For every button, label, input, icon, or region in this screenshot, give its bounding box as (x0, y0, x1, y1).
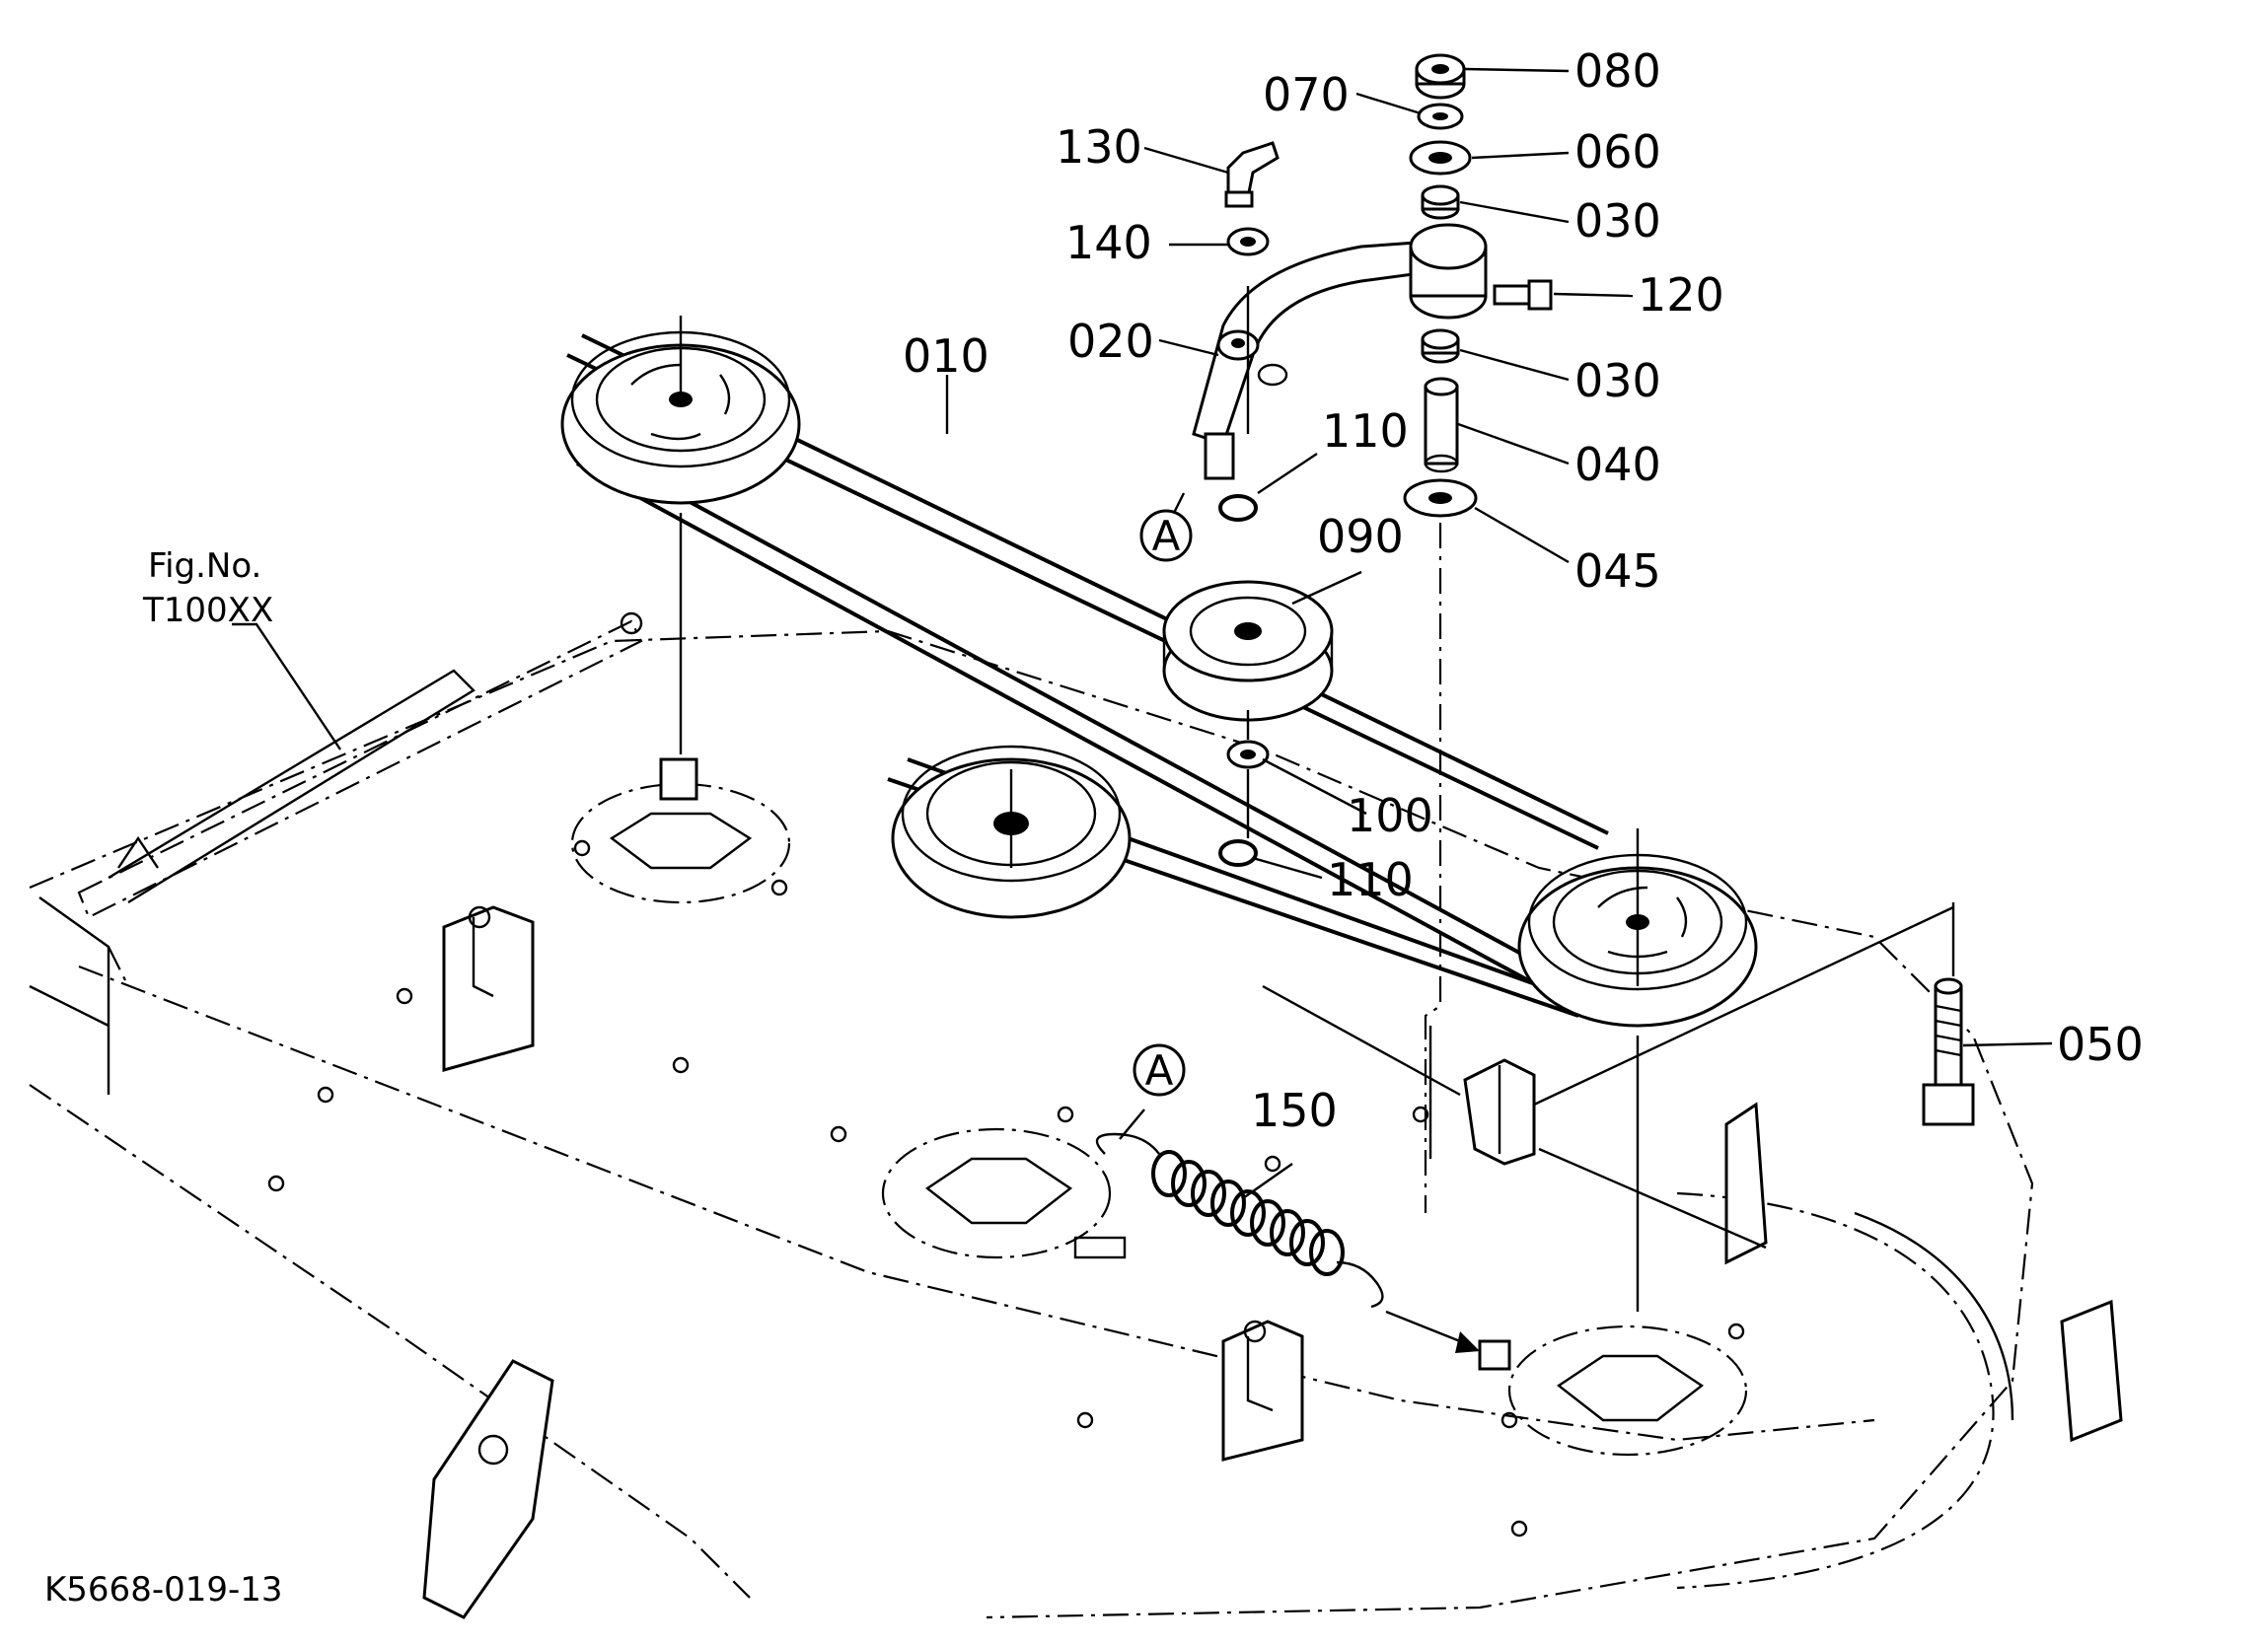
figure-ref-line1: Fig.No. (148, 546, 261, 586)
grease-fitting-130 (1224, 141, 1280, 208)
part-label-140: 140 (1065, 216, 1152, 269)
part-label-110-lower: 110 (1327, 853, 1414, 906)
part-label-080: 080 (1574, 44, 1661, 98)
deck-bracket-2 (1221, 1320, 1304, 1462)
part-label-070: 070 (1263, 68, 1350, 121)
callout-a-upper: A (1139, 509, 1193, 562)
bushing-030-upper (1421, 184, 1460, 220)
shaft-lines (679, 286, 1640, 1312)
bolt-050 (1922, 902, 1975, 1126)
spindle-opening-left (570, 782, 791, 904)
deck-bracket-3 (422, 1359, 554, 1619)
spindle-opening-right (1507, 1324, 1748, 1457)
part-label-130: 130 (1056, 120, 1142, 174)
deck-bracket-1 (442, 905, 535, 1072)
idler-pulley-090 (1162, 580, 1334, 722)
lift-arm-left (77, 611, 643, 919)
bolt-120 (1493, 279, 1553, 311)
spindle-opening-center (881, 1127, 1127, 1259)
callout-a-lower: A (1133, 1043, 1186, 1097)
part-label-030-upper: 030 (1574, 194, 1661, 248)
part-label-045: 045 (1574, 544, 1661, 598)
callout-a-lower-label: A (1145, 1046, 1174, 1095)
part-label-040: 040 (1574, 438, 1661, 491)
leader-lines (232, 67, 2053, 1199)
snap-ring-110-lower (1218, 839, 1258, 867)
spring-150 (1095, 1132, 1511, 1371)
pulley-right (1517, 828, 1758, 1028)
part-label-110-upper: 110 (1322, 404, 1409, 458)
part-label-120: 120 (1638, 268, 1724, 322)
bushing-030-lower (1421, 328, 1460, 364)
part-label-020: 020 (1067, 315, 1154, 368)
part-label-050: 050 (2057, 1018, 2144, 1071)
part-label-010: 010 (903, 329, 989, 383)
deck-bracket-4 (1724, 1102, 2123, 1443)
part-label-100: 100 (1347, 789, 1433, 842)
washer-060 (1409, 140, 1472, 176)
figure-ref-line2: T100XX (142, 591, 273, 630)
snap-ring-110-upper (1218, 494, 1258, 522)
figure-reference: Fig.No. T100XX (142, 546, 273, 630)
washer-045 (1403, 478, 1478, 518)
deck-holes (267, 839, 1745, 1538)
washer-100 (1226, 740, 1270, 769)
part-label-060: 060 (1574, 125, 1661, 179)
nut-080 (1415, 53, 1466, 100)
pulley-left-bottom (891, 745, 1132, 919)
pivot-axis (1262, 523, 1954, 1250)
part-label-030-lower: 030 (1574, 354, 1661, 407)
part-label-090: 090 (1317, 510, 1404, 563)
spacer-040 (1424, 377, 1459, 473)
washer-070 (1417, 103, 1464, 130)
washer-140 (1226, 227, 1270, 256)
part-label-150: 150 (1251, 1084, 1338, 1137)
part-labels: 080 070 060 130 030 140 120 020 010 030 … (903, 44, 2144, 1137)
figure-code: K5668-019-13 (44, 1570, 283, 1610)
mower-deck (29, 611, 2123, 1619)
callout-a-upper-label: A (1152, 512, 1181, 560)
pivot-boss (1409, 223, 1488, 320)
